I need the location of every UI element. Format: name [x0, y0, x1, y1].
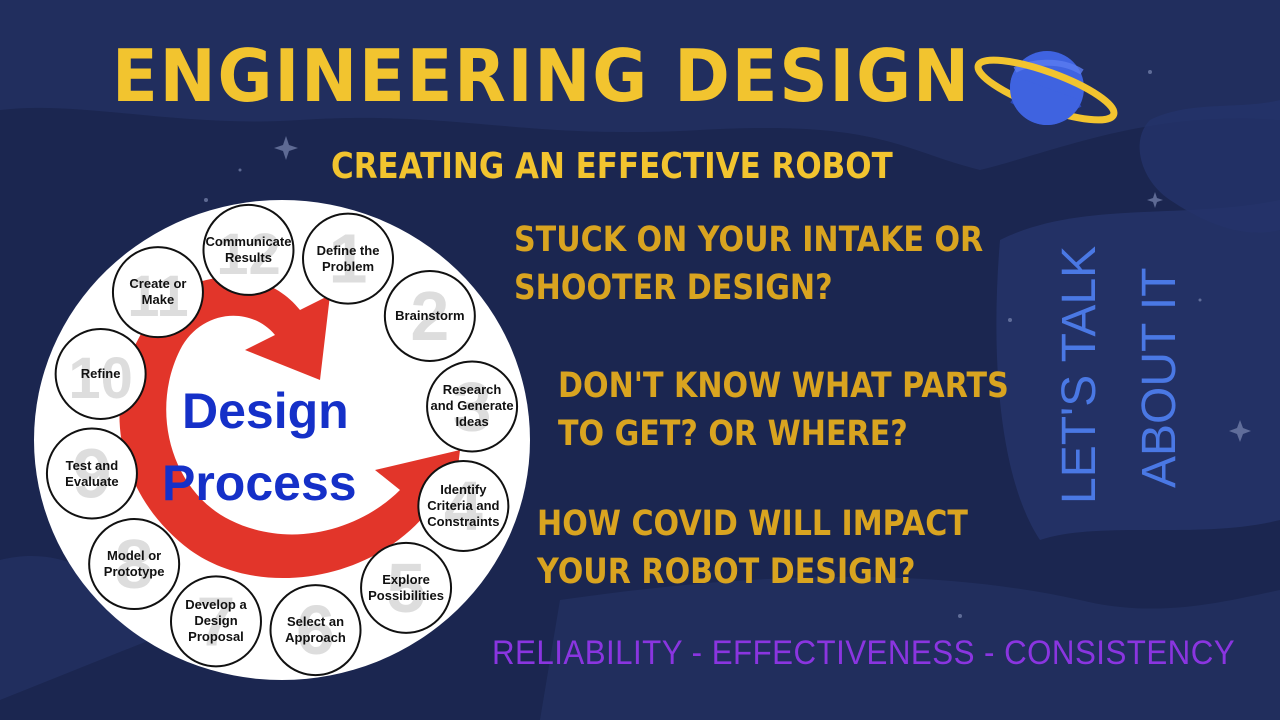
process-step-node: 7	[169, 575, 262, 668]
step-label: Explore Possibilities	[368, 571, 444, 603]
step-number: 9	[72, 435, 111, 513]
side-callout: LET'S TALK ABOUT IT	[1052, 232, 1192, 512]
diagram-center-word-design: Design	[182, 383, 349, 439]
cycle-arrow	[119, 277, 460, 579]
step-number: 10	[68, 346, 133, 411]
sparkle-icon	[204, 70, 1251, 618]
process-step-node: 6	[269, 584, 362, 677]
process-step-node: 10	[54, 327, 147, 420]
step-number: 6	[296, 591, 335, 669]
process-step-node: 4	[417, 460, 510, 553]
step-label: Research and Generate Ideas	[430, 382, 514, 430]
step-number: 3	[453, 367, 492, 445]
process-step-node: 3	[426, 360, 519, 453]
side-text-line-2: ABOUT IT	[1133, 267, 1186, 488]
question-text: DON'T KNOW WHAT PARTS TO GET? OR WHERE?	[558, 366, 1009, 454]
question-text: STUCK ON YOUR INTAKE OR SHOOTER DESIGN?	[514, 220, 984, 308]
step-number: 7	[197, 582, 236, 660]
process-step-node: 8	[88, 518, 181, 611]
step-label: Develop a Design Proposal	[185, 597, 247, 645]
process-step-node: 2	[383, 269, 476, 362]
page-subtitle: CREATING AN EFFECTIVE ROBOT	[331, 146, 893, 187]
planet-icon	[974, 51, 1118, 125]
step-label: Test and Evaluate	[65, 457, 119, 489]
process-step-node: 1	[302, 212, 395, 305]
step-number: 5	[387, 549, 426, 627]
step-number: 11	[127, 264, 188, 329]
question-text: HOW COVID WILL IMPACT YOUR ROBOT DESIGN?	[537, 504, 968, 592]
page-title: ENGINEERING DESIGN	[112, 34, 971, 118]
step-label: Model or Prototype	[103, 548, 165, 580]
question-covid: HOW COVID WILL IMPACT YOUR ROBOT DESIGN?	[537, 500, 968, 596]
footer-tagline: RELIABILITY - EFFECTIVENESS - CONSISTENC…	[492, 634, 1236, 672]
step-number: 4	[444, 467, 483, 545]
step-label: Communicate Results	[205, 233, 292, 265]
step-label: Identify Criteria and Constraints	[427, 482, 500, 529]
process-step-node: 12	[202, 203, 295, 296]
question-intake-shooter: STUCK ON YOUR INTAKE OR SHOOTER DESIGN?	[514, 216, 983, 312]
step-label: Define the Problem	[316, 242, 380, 274]
side-text-line-1: LET'S TALK	[1053, 245, 1106, 504]
step-number: 2	[410, 277, 449, 355]
step-label: Refine	[80, 365, 121, 381]
process-step-node: 9	[45, 427, 138, 520]
question-parts: DON'T KNOW WHAT PARTS TO GET? OR WHERE?	[558, 362, 1009, 458]
process-step-node: 5	[360, 541, 453, 634]
step-number: 1	[329, 220, 368, 298]
step-label: Select an Approach	[285, 614, 346, 646]
process-step-node: 11	[111, 246, 204, 339]
step-number: 8	[115, 525, 154, 603]
diagram-center-word-process: Process	[162, 455, 357, 511]
step-label: Brainstorm	[395, 307, 465, 323]
step-label: Create or Make	[129, 276, 187, 308]
step-number: 12	[216, 222, 281, 287]
